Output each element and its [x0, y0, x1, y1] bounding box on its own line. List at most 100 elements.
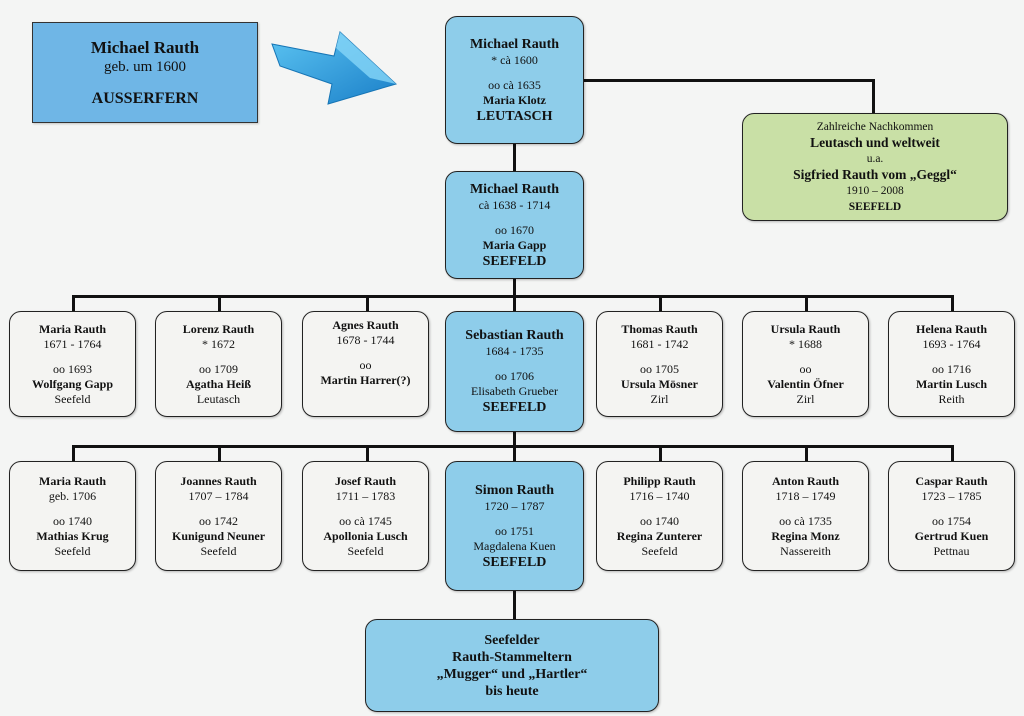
person-marriage: oo [359, 358, 372, 372]
gen4-drop-6 [805, 445, 808, 461]
person-spouse: Valentin Öfner [767, 376, 844, 391]
gen3-drop-7 [951, 295, 954, 311]
person-marriage: oo [799, 361, 812, 376]
stammeltern-box: Seefelder Rauth-Stammeltern „Mugger“ und… [365, 619, 659, 712]
person-place: Seefeld [200, 543, 237, 558]
person-place: SEEFELD [482, 400, 547, 415]
person-years: 1716 – 1740 [629, 488, 690, 503]
gen3-drop-3 [366, 295, 369, 311]
person-name: Simon Rauth [475, 482, 554, 498]
stammeltern-line-4: bis heute [485, 683, 539, 699]
connector-gen1-descendants [583, 79, 874, 82]
person-box-gen3-2: Lorenz Rauth * 1672 oo 1709 Agatha Heiß … [155, 311, 282, 417]
person-spouse: Magdalena Kuen [473, 538, 556, 553]
person-years: 1678 - 1744 [336, 333, 395, 347]
person-box-gen4-3: Josef Rauth 1711 – 1783 oo cà 1745 Apoll… [302, 461, 429, 571]
person-years: * cà 1600 [491, 52, 538, 67]
person-box-gen3-4: Sebastian Rauth 1684 - 1735 oo 1706 Elis… [445, 311, 584, 432]
gen3-drop-1 [72, 295, 75, 311]
person-marriage: oo 1709 [199, 361, 238, 376]
person-box-gen3-7: Helena Rauth 1693 - 1764 oo 1716 Martin … [888, 311, 1015, 417]
person-place: SEEFELD [482, 253, 547, 269]
person-box-gen4-4: Simon Rauth 1720 – 1787 oo 1751 Magdalen… [445, 461, 584, 591]
gen3-drop-5 [659, 295, 662, 311]
connector-gen4-stammeltern [513, 590, 516, 620]
person-name: Michael Rauth [469, 181, 560, 197]
descendants-line-2: Leutasch und weltweit [810, 135, 940, 150]
person-marriage: oo 1670 [495, 222, 534, 237]
person-marriage: oo cà 1745 [339, 513, 392, 528]
person-years: geb. 1706 [48, 488, 97, 503]
person-marriage: oo 1706 [495, 369, 534, 383]
person-marriage: oo 1751 [495, 523, 534, 538]
person-spouse: Maria Gapp [482, 237, 547, 252]
person-place: Pettnau [933, 543, 970, 558]
gen3-drop-6 [805, 295, 808, 311]
gen4-drop-4 [513, 445, 516, 461]
person-name: Helena Rauth [915, 321, 987, 336]
person-name: Caspar Rauth [915, 473, 988, 488]
person-years: 1707 – 1784 [188, 488, 249, 503]
person-name: Agnes Rauth [332, 318, 399, 332]
stammeltern-line-3: „Mugger“ und „Hartler“ [436, 666, 588, 682]
origin-born: geb. um 1600 [103, 58, 187, 75]
gen4-drop-7 [951, 445, 954, 461]
person-name: Maria Rauth [39, 473, 106, 488]
person-years: 1684 - 1735 [485, 344, 544, 358]
gen3-drop-4 [513, 295, 516, 311]
person-spouse: Mathias Krug [36, 528, 109, 543]
person-name: Lorenz Rauth [182, 321, 255, 336]
person-spouse: Gertrud Kuen [914, 528, 989, 543]
connector-gen3-bus [513, 431, 516, 447]
person-marriage: oo cà 1735 [779, 513, 832, 528]
person-spouse: Kunigund Neuner [171, 528, 266, 543]
person-spouse: Regina Monz [771, 528, 840, 543]
person-place: Seefeld [641, 543, 678, 558]
origin-box: Michael Rauth geb. um 1600 AUSSERFERN [32, 22, 258, 123]
person-box-gen4-2: Joannes Rauth 1707 – 1784 oo 1742 Kunigu… [155, 461, 282, 571]
gen3-drop-2 [218, 295, 221, 311]
person-marriage: oo 1742 [199, 513, 238, 528]
arrow-right-icon [271, 31, 397, 105]
person-spouse: Martin Harrer(?) [320, 373, 411, 387]
person-place: Zirl [650, 391, 669, 406]
person-years: 1681 - 1742 [630, 336, 689, 351]
person-marriage: oo 1716 [932, 361, 971, 376]
person-years: 1723 – 1785 [921, 488, 982, 503]
person-years: 1693 - 1764 [922, 336, 981, 351]
person-name: Sebastian Rauth [465, 328, 564, 343]
person-place: LEUTASCH [476, 108, 553, 124]
person-spouse: Ursula Mösner [621, 376, 698, 391]
person-name: Anton Rauth [771, 473, 840, 488]
person-box-gen3-5: Thomas Rauth 1681 - 1742 oo 1705 Ursula … [596, 311, 723, 417]
connector-gen2-bus [513, 278, 516, 297]
gen4-drop-3 [366, 445, 369, 461]
origin-place: AUSSERFERN [91, 89, 199, 107]
connector-descendants-drop [872, 79, 875, 115]
person-box-gen4-6: Anton Rauth 1718 – 1749 oo cà 1735 Regin… [742, 461, 869, 571]
person-box-gen3-3: Agnes Rauth 1678 - 1744 oo Martin Harrer… [302, 311, 429, 417]
person-years: * 1672 [202, 336, 235, 351]
person-marriage: oo 1693 [53, 361, 92, 376]
connector-gen1-gen2 [513, 143, 516, 172]
person-name: Michael Rauth [469, 36, 560, 52]
person-marriage: oo cà 1635 [488, 77, 541, 92]
person-place: Nassereith [780, 543, 831, 558]
descendants-line-1: Zahlreiche Nachkommen [816, 121, 934, 133]
person-box-gen3-1: Maria Rauth 1671 - 1764 oo 1693 Wolfgang… [9, 311, 136, 417]
person-spouse: Apollonia Lusch [323, 528, 408, 543]
origin-name: Michael Rauth [90, 37, 200, 57]
person-box-gen2: Michael Rauth cà 1638 - 1714 oo 1670 Mar… [445, 171, 584, 279]
descendants-line-5: 1910 – 2008 [846, 185, 904, 197]
person-box-gen4-7: Caspar Rauth 1723 – 1785 oo 1754 Gertrud… [888, 461, 1015, 571]
person-spouse: Regina Zunterer [616, 528, 703, 543]
stammeltern-line-1: Seefelder [484, 632, 540, 648]
person-spouse: Wolfgang Gapp [31, 376, 114, 391]
person-name: Maria Rauth [39, 321, 106, 336]
person-place: Leutasch [196, 391, 241, 406]
person-years: cà 1638 - 1714 [478, 197, 551, 212]
person-name: Joannes Rauth [180, 473, 257, 488]
person-spouse: Maria Klotz [483, 92, 546, 107]
stammeltern-line-2: Rauth-Stammeltern [452, 649, 572, 665]
person-spouse: Agatha Heiß [185, 376, 251, 391]
